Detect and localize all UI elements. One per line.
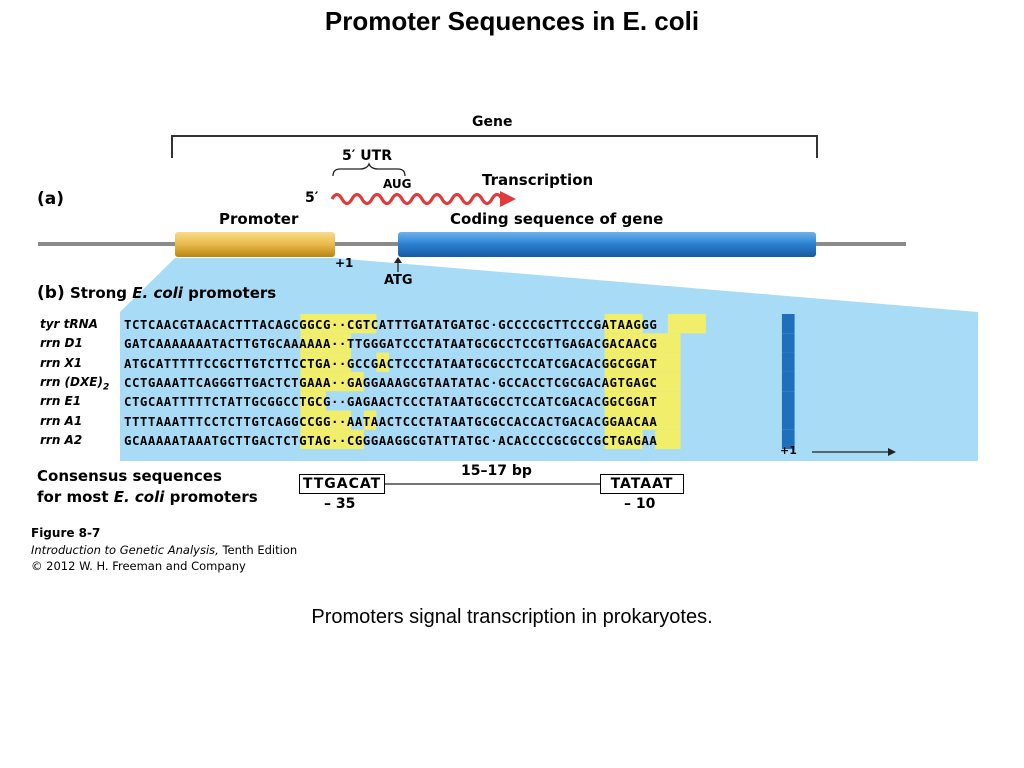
atg-arrowhead <box>394 257 402 263</box>
coding-bar <box>398 232 816 257</box>
minus35-label: – 35 <box>324 496 356 512</box>
sequence-name-text: rrn X1 <box>40 355 83 370</box>
promoter-bar <box>175 232 335 257</box>
start-site-highlight <box>781 314 795 334</box>
start-site-highlight <box>781 391 795 411</box>
sequence-name-text: rrn D1 <box>40 336 83 351</box>
sequence-row: GATCAAAAAAATACTTGTGCAAAAAA··TTGGGATCCCTA… <box>124 336 658 352</box>
sequence-panel <box>120 312 978 461</box>
conserved-highlight <box>300 391 326 411</box>
sequence-name-subscript: 2 <box>102 382 110 393</box>
minus10-label: – 10 <box>624 496 656 512</box>
plus-one-label-a: +1 <box>335 256 354 270</box>
sequence-name: rrn A1 <box>40 412 82 431</box>
consensus-line2: for most E. coli promoters <box>37 488 258 506</box>
caption: Promoters signal transcription in prokar… <box>311 606 713 628</box>
panel-b-title-italic: E. coli <box>132 284 183 302</box>
transcription-arrowhead <box>500 191 516 207</box>
conserved-highlight <box>300 333 352 353</box>
utr-label: 5′ UTR <box>342 148 393 164</box>
start-site-highlight <box>781 410 795 430</box>
minus35-box: TTGACAT <box>299 474 385 494</box>
conserved-highlight <box>667 314 706 334</box>
sequence-name-text: rrn (DXE) <box>40 374 103 389</box>
gene-label: Gene <box>472 114 513 130</box>
plus-one-label-b: +1 <box>780 444 797 457</box>
sequence-row: GCAAAAATAAATGCTTGACTCTGTAG··CGGGAAGGCGTA… <box>124 432 658 448</box>
start-site-highlight <box>781 352 795 372</box>
sequence-name: tyr tRNA <box>40 315 98 334</box>
start-site-highlight <box>781 429 795 450</box>
atg-label: ATG <box>384 273 413 288</box>
conserved-highlight <box>604 352 681 372</box>
utr-brace <box>332 162 406 177</box>
start-site-highlight <box>781 333 795 353</box>
spacer-label: 15–17 bp <box>461 463 532 479</box>
sequence-row: CCTGAAATTCAGGGTTGACTCTGAAA··GAGGAAAGCGTA… <box>124 374 658 390</box>
sequence-row: ATGCATTTTTCCGCTTGTCTTCCTGA··GCCGACTCCCTA… <box>124 355 658 371</box>
coding-sequence-label: Coding sequence of gene <box>450 210 664 228</box>
figure-number: Figure 8-7 <box>31 526 101 540</box>
panel-b-title-suffix: promoters <box>182 284 277 302</box>
promoter-label: Promoter <box>219 210 299 228</box>
sequence-row: CTGCAATTTTTCTATTGCGGCCTGCG··GAGAACTCCCTA… <box>124 394 658 410</box>
sequence-name-text: tyr tRNA <box>40 317 98 331</box>
consensus-line2-prefix: for most <box>37 488 114 506</box>
consensus-line2-suffix: promoters <box>164 488 258 506</box>
figure-book: Introduction to Genetic Analysis, Tenth … <box>31 543 297 557</box>
conserved-highlight <box>300 352 352 372</box>
mrna-wave <box>330 192 505 206</box>
sequence-name: rrn E1 <box>40 392 81 411</box>
consensus-line1: Consensus sequences <box>37 467 222 485</box>
consensus-line2-italic: E. coli <box>113 488 165 506</box>
panel-a-label: (a) <box>37 189 65 209</box>
conserved-highlight <box>300 429 364 450</box>
figure-copyright: © 2012 W. H. Freeman and Company <box>31 559 246 573</box>
panel-b-title-prefix: Strong <box>69 284 133 302</box>
conserved-highlight <box>363 410 377 430</box>
sequence-name-text: rrn A1 <box>40 413 83 428</box>
conserved-highlight <box>376 352 390 372</box>
gene-bracket <box>171 135 818 158</box>
conserved-highlight <box>604 429 643 450</box>
conserved-highlight <box>655 429 681 450</box>
aug-label: AUG <box>383 177 412 191</box>
slide-title: Promoter Sequences in E. coli <box>324 6 700 36</box>
sequence-name-text: rrn E1 <box>40 394 82 409</box>
sequence-name-text: rrn A2 <box>40 432 83 447</box>
sequence-row: TTTTAAATTTCCTCTTGTCAGGCCGG··AATAACTCCCTA… <box>124 413 658 429</box>
panel-b-label: (b) <box>37 283 65 303</box>
minus10-box: TATAAT <box>600 474 684 494</box>
conserved-highlight <box>604 391 681 411</box>
sequence-name: rrn X1 <box>40 354 82 373</box>
sequence-name: rrn (DXE)2 <box>40 373 109 392</box>
sequence-name: rrn D1 <box>40 334 83 353</box>
transcription-label: Transcription <box>482 171 594 189</box>
expansion-wedge <box>120 258 978 312</box>
conserved-highlight <box>604 333 681 353</box>
figure-edition: Tenth Edition <box>218 543 298 557</box>
conserved-highlight <box>604 371 681 392</box>
panel-b-title: (b) Strong E. coli promoters <box>37 283 276 303</box>
start-site-highlight <box>781 371 795 392</box>
conserved-highlight <box>300 410 352 430</box>
conserved-highlight <box>604 314 643 334</box>
conserved-highlight <box>300 371 364 392</box>
sequence-row: TCTCAACGTAACACTTTACAGCGGCG··CGTCATTTGATA… <box>124 317 658 332</box>
five-prime-label: 5′ <box>305 190 319 206</box>
conserved-highlight <box>604 410 681 430</box>
sequence-name: rrn A2 <box>40 431 82 450</box>
conserved-highlight <box>300 314 377 334</box>
figure-book-title: Introduction to Genetic Analysis, <box>31 543 219 557</box>
